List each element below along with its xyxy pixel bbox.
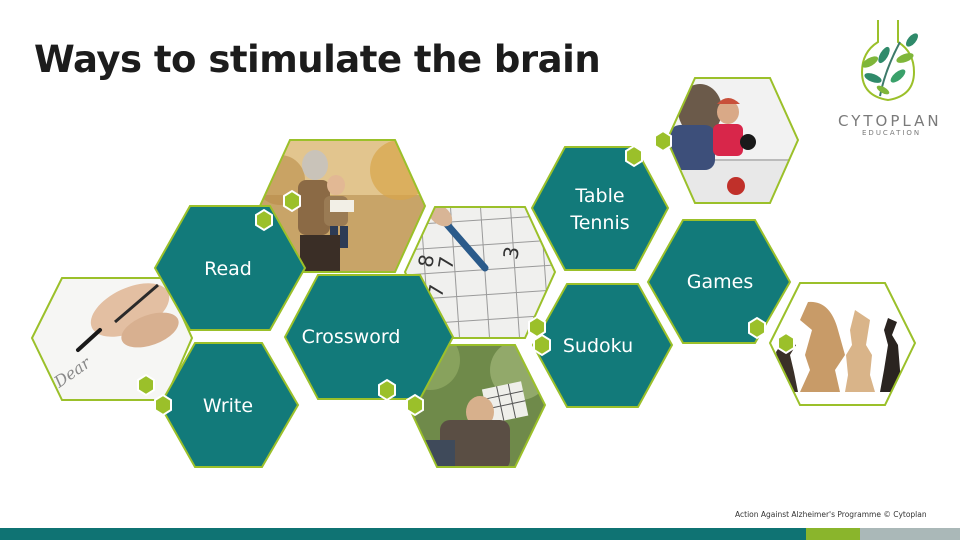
- hex-write-label: Write: [203, 395, 253, 417]
- bar-teal-segment: [0, 528, 806, 540]
- slide-title: Ways to stimulate the brain: [34, 38, 601, 81]
- footer-text: Action Against Alzheimer's Programme © C…: [735, 510, 927, 519]
- brand-name: CYTOPLAN: [838, 112, 942, 130]
- hex-games: Games: [646, 219, 792, 344]
- bar-grey-segment: [860, 528, 960, 540]
- brand-tagline: EDUCATION: [862, 129, 922, 137]
- hex-sudoku: Sudoku: [531, 283, 674, 408]
- accent-hexagons: [137, 129, 795, 417]
- hex-crossword-label: Crossword: [302, 326, 401, 348]
- svg-text:3: 3: [498, 244, 524, 261]
- table-tennis-photo-hex: [665, 77, 800, 204]
- svg-text:8: 8: [413, 252, 439, 269]
- hex-read-label: Read: [204, 258, 252, 280]
- hex-sudoku-label: Sudoku: [563, 335, 633, 357]
- hex-crossword: Crossword: [283, 274, 455, 400]
- leaf-branch-icon: [860, 20, 918, 102]
- hex-games-label: Games: [687, 271, 753, 293]
- bar-green-segment: [806, 528, 860, 540]
- hex-table-tennis: Table Tennis: [530, 146, 670, 271]
- bottom-color-bar: [0, 528, 960, 540]
- hex-table-tennis-label-line2: Tennis: [569, 212, 629, 234]
- svg-text:7: 7: [433, 254, 459, 271]
- hex-read: Read: [153, 205, 307, 331]
- hex-table-tennis-label: Table: [574, 185, 624, 207]
